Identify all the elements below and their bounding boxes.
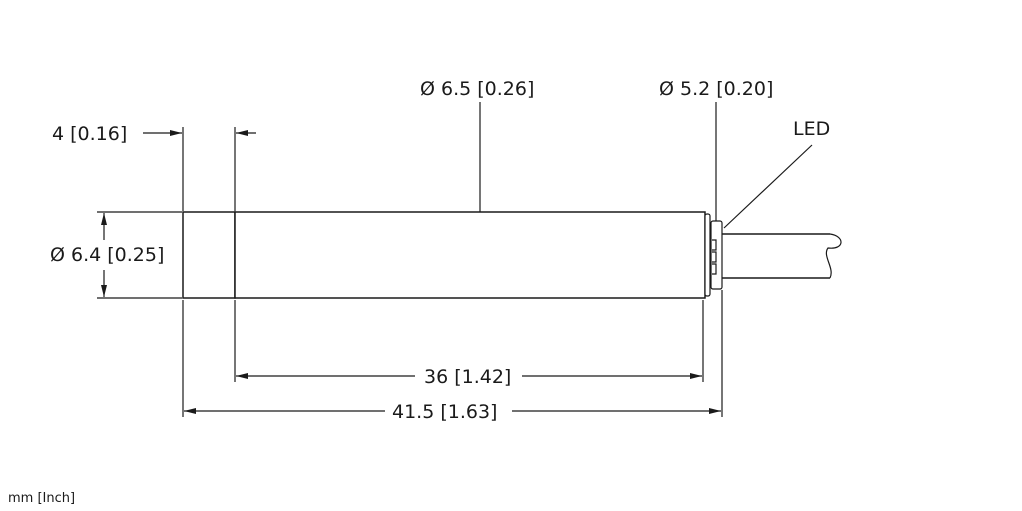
body-length-label: 36 [1.42] <box>424 366 511 388</box>
cable <box>722 233 830 279</box>
led-label: LED <box>793 118 830 140</box>
led-window <box>712 239 717 275</box>
sensor-body <box>234 211 706 299</box>
sensor-front-cap <box>182 211 236 299</box>
sensor-end-ring <box>704 213 711 297</box>
body-diameter-label: Ø 6.5 [0.26] <box>420 78 534 100</box>
total-length-label: 41.5 [1.63] <box>392 401 497 423</box>
cable-break <box>825 233 842 279</box>
cable-diameter-label: Ø 5.2 [0.20] <box>659 78 773 100</box>
units-label: mm [Inch] <box>8 491 75 506</box>
front-length-label: 4 [0.16] <box>52 123 127 145</box>
front-diameter-label: Ø 6.4 [0.25] <box>50 244 164 266</box>
